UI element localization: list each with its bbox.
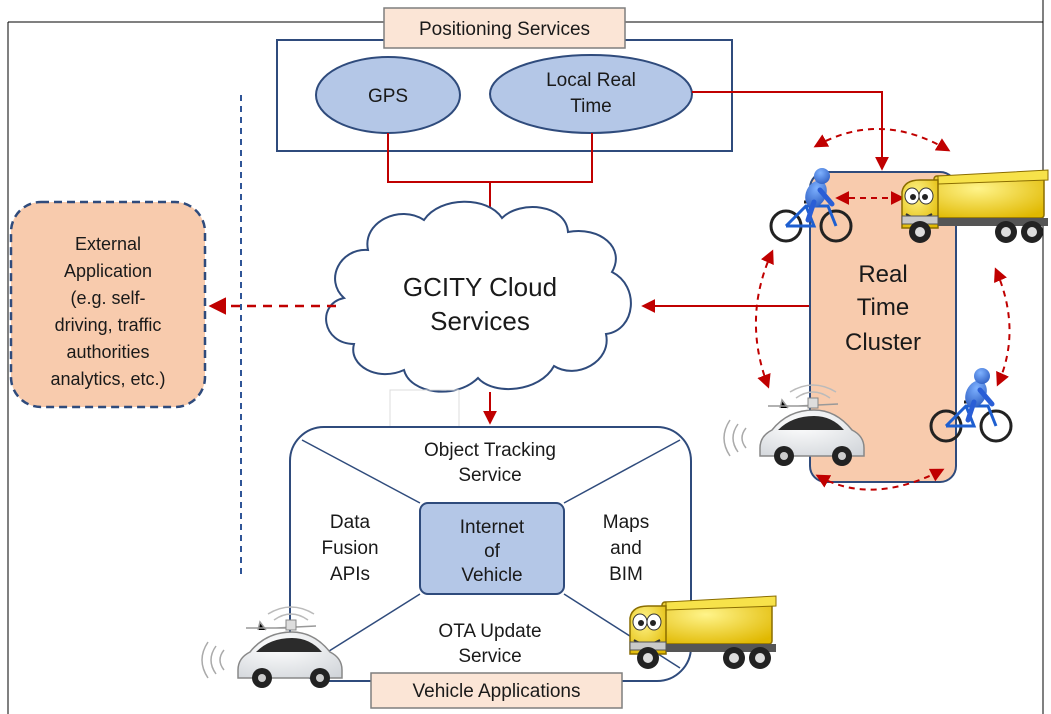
data-fusion-label-2: Fusion xyxy=(321,538,378,559)
cloud-label-1: GCITY Cloud xyxy=(403,272,557,302)
cluster-label-3: Cluster xyxy=(845,329,921,356)
local-real-time-node xyxy=(489,54,693,134)
external-label-5: authorities xyxy=(66,342,149,362)
diag-top-left xyxy=(301,439,421,504)
diag-top-right xyxy=(563,439,681,504)
dump-truck-icon xyxy=(901,169,1049,244)
data-fusion-label-3: APIs xyxy=(330,564,370,585)
maps-bim-label-2: and xyxy=(610,538,642,559)
vehicle-applications-title: Vehicle Applications xyxy=(413,681,581,702)
internet-of-vehicle-box xyxy=(419,502,565,595)
external-label-2: Application xyxy=(64,261,152,281)
external-label-3: (e.g. self- xyxy=(70,288,145,308)
external-application-box xyxy=(9,200,207,409)
arc-top xyxy=(813,127,951,152)
cluster-label-1: Real xyxy=(858,261,907,288)
dump-truck-icon xyxy=(629,595,777,670)
external-label-1: External xyxy=(75,234,141,254)
cluster-label-2: Time xyxy=(857,294,909,321)
external-label-6: analytics, etc.) xyxy=(50,369,165,389)
diag-bottom-right xyxy=(563,593,681,669)
gps-label: GPS xyxy=(368,86,408,107)
maps-bim-label-3: BIM xyxy=(609,564,643,585)
arc-bottom xyxy=(815,468,945,491)
arc-left xyxy=(755,249,774,389)
maps-bim-label-1: Maps xyxy=(603,512,649,533)
iov-label-3: Vehicle xyxy=(461,565,522,586)
vehicle-applications-title-box xyxy=(370,672,623,709)
positioning-services-title-box xyxy=(383,7,626,49)
data-fusion-label-1: Data xyxy=(330,512,371,533)
iov-label-1: Internet xyxy=(460,517,525,538)
local-real-time-label-1: Local Real xyxy=(546,70,636,91)
object-tracking-label-1: Object Tracking xyxy=(424,440,556,461)
positioning-services-title: Positioning Services xyxy=(419,19,590,40)
gcity-cloud-shape xyxy=(325,200,632,393)
ota-update-label-2: Service xyxy=(458,646,521,667)
cloud-label-2: Services xyxy=(430,306,530,336)
object-tracking-label-2: Service xyxy=(458,465,521,486)
iov-label-2: of xyxy=(484,541,501,562)
ota-update-label-1: OTA Update xyxy=(438,621,541,642)
local-real-time-label-2: Time xyxy=(570,96,612,117)
external-label-4: driving, traffic xyxy=(55,315,162,335)
arc-right xyxy=(994,267,1011,387)
